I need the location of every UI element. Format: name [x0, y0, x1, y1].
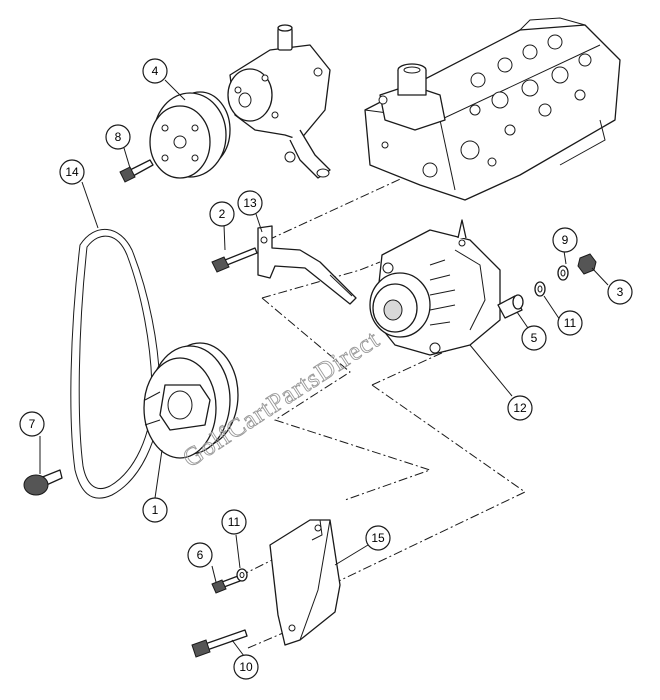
svg-text:15: 15 — [371, 531, 385, 545]
callout-1: 1 — [142, 497, 168, 523]
belt-guard — [269, 519, 341, 646]
callout-13: 13 — [237, 190, 263, 216]
callout-4: 4 — [142, 58, 168, 84]
callout-3: 3 — [607, 279, 633, 305]
crank-bolt — [23, 469, 63, 496]
svg-text:9: 9 — [562, 233, 569, 247]
cylinder-head — [364, 17, 621, 201]
callout-leader-lines — [39, 79, 609, 657]
spacer — [497, 294, 524, 319]
svg-text:11: 11 — [228, 515, 241, 529]
water-pump — [227, 24, 331, 179]
callout-5: 5 — [521, 325, 547, 351]
callout-9: 9 — [552, 227, 578, 253]
callout-12: 12 — [507, 395, 533, 421]
svg-text:13: 13 — [243, 196, 257, 210]
guard-bolt-10 — [191, 629, 248, 658]
callout-7: 7 — [19, 411, 45, 437]
bracket-bolt — [211, 247, 258, 273]
nut-3 — [577, 253, 597, 275]
svg-text:7: 7 — [29, 417, 36, 431]
svg-text:14: 14 — [65, 165, 79, 179]
svg-text:3: 3 — [617, 285, 624, 299]
callout-11-upper: 11 — [557, 310, 583, 336]
callout-6: 6 — [187, 542, 213, 568]
washer-11-lower — [236, 568, 248, 582]
svg-text:11: 11 — [564, 316, 577, 330]
callout-10: 10 — [233, 654, 259, 680]
svg-text:6: 6 — [197, 548, 204, 562]
pulley-bolt — [119, 159, 154, 183]
callout-11-lower: 11 — [221, 509, 247, 535]
alternator — [369, 219, 501, 356]
callout-14: 14 — [59, 159, 85, 185]
svg-text:8: 8 — [115, 130, 122, 144]
svg-text:12: 12 — [513, 401, 527, 415]
washer-11-upper — [534, 281, 546, 297]
alternator-bracket — [257, 225, 357, 305]
svg-text:1: 1 — [152, 503, 159, 517]
fan-pulley — [149, 91, 231, 179]
svg-text:2: 2 — [219, 207, 226, 221]
drive-belt — [70, 228, 161, 499]
callout-8: 8 — [105, 124, 131, 150]
svg-text:4: 4 — [152, 64, 159, 78]
crankshaft-pulley — [143, 342, 239, 459]
washer-9 — [557, 265, 569, 281]
guard-bolt-6 — [211, 575, 241, 594]
callout-2: 2 — [209, 201, 235, 227]
callout-15: 15 — [365, 525, 391, 551]
svg-text:10: 10 — [239, 660, 253, 674]
svg-text:5: 5 — [531, 331, 538, 345]
